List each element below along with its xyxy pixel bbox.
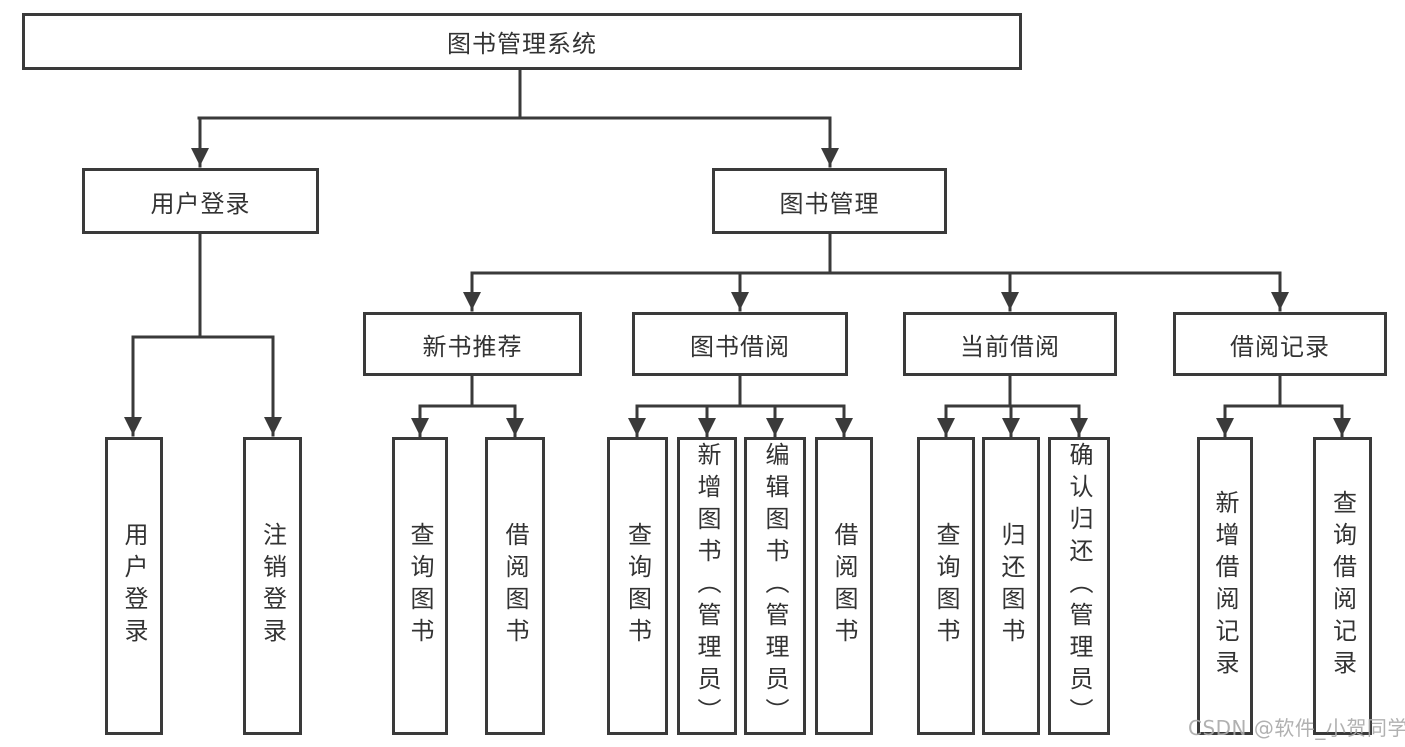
leaf-user-login-label: 用户登录	[120, 522, 148, 650]
leaf-bb-add-book-admin-label: 新增图书（管理员）	[693, 442, 721, 730]
node-new-book-recommendation: 新书推荐	[363, 312, 582, 376]
leaf-nbr-borrow-books-label: 借阅图书	[501, 522, 529, 650]
leaf-logout-login-label: 注销登录	[258, 522, 287, 650]
node-root-system-label: 图书管理系统	[447, 30, 597, 58]
leaf-bb-add-book-admin: 新增图书（管理员）	[677, 437, 737, 735]
leaf-cb-return-books-label: 归还图书	[997, 522, 1025, 650]
node-borrow-records: 借阅记录	[1173, 312, 1387, 376]
node-user-login-label: 用户登录	[150, 189, 251, 218]
leaf-bb-edit-book-admin-label: 编辑图书（管理员）	[761, 442, 789, 730]
node-root-system: 图书管理系统	[22, 13, 1022, 70]
leaf-cb-query-books-label: 查询图书	[932, 522, 960, 650]
leaf-cb-query-books: 查询图书	[917, 437, 975, 735]
leaf-br-add-borrow-record-label: 新增借阅记录	[1211, 490, 1239, 682]
node-borrow-records-label: 借阅记录	[1230, 332, 1330, 361]
leaf-user-login: 用户登录	[105, 437, 163, 735]
node-current-borrowing-label: 当前借阅	[960, 332, 1060, 361]
node-book-management-label: 图书管理	[779, 189, 880, 218]
leaf-logout-login: 注销登录	[243, 437, 302, 735]
leaf-bb-query-books: 查询图书	[607, 437, 668, 735]
leaf-cb-confirm-return-admin: 确认归还（管理员）	[1048, 437, 1110, 735]
leaf-nbr-query-books-label: 查询图书	[406, 522, 434, 650]
csdn-watermark: CSDN @软件_小贺同学	[1188, 716, 1405, 740]
leaf-br-query-borrow-record-label: 查询借阅记录	[1328, 490, 1357, 682]
node-book-management: 图书管理	[712, 168, 947, 234]
leaf-nbr-borrow-books: 借阅图书	[485, 437, 545, 735]
leaf-br-query-borrow-record: 查询借阅记录	[1313, 437, 1372, 735]
leaf-br-add-borrow-record: 新增借阅记录	[1197, 437, 1253, 735]
node-book-borrowing: 图书借阅	[632, 312, 848, 376]
leaf-nbr-query-books: 查询图书	[392, 437, 448, 735]
leaf-bb-borrow-books: 借阅图书	[815, 437, 873, 735]
leaf-bb-edit-book-admin: 编辑图书（管理员）	[744, 437, 806, 735]
node-current-borrowing: 当前借阅	[903, 312, 1117, 376]
node-book-borrowing-label: 图书借阅	[690, 332, 790, 361]
leaf-cb-confirm-return-admin-label: 确认归还（管理员）	[1065, 442, 1093, 730]
leaf-bb-query-books-label: 查询图书	[623, 522, 652, 650]
leaf-bb-borrow-books-label: 借阅图书	[830, 522, 858, 650]
node-new-book-recommendation-label: 新书推荐	[422, 332, 523, 361]
node-user-login: 用户登录	[82, 168, 319, 234]
leaf-cb-return-books: 归还图书	[982, 437, 1040, 735]
